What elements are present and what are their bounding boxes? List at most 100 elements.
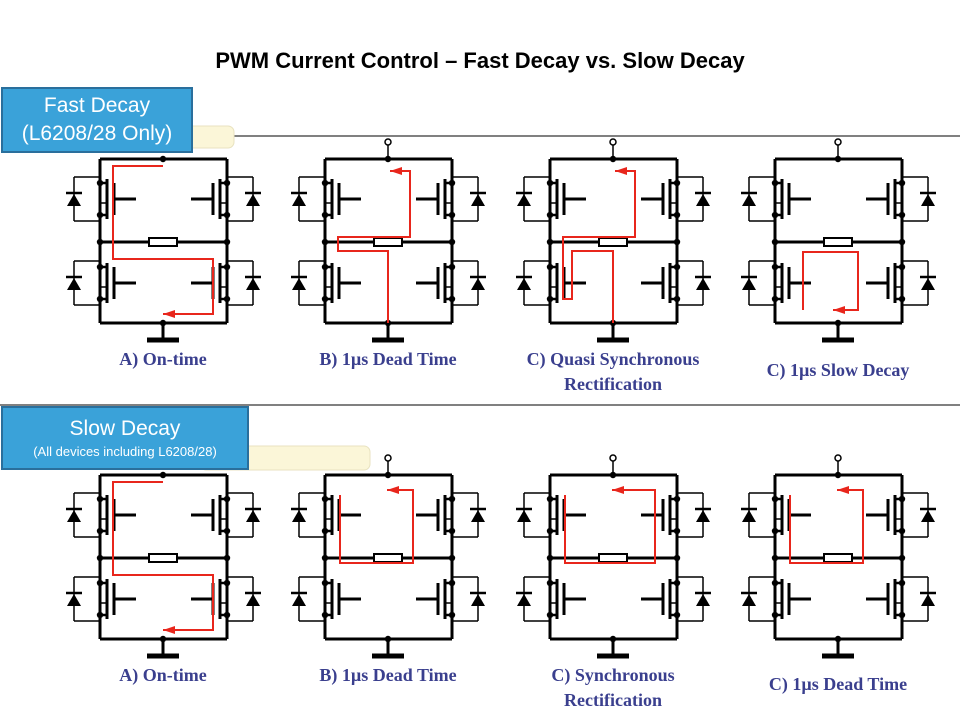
- slow-decay-label: Slow Decay: [69, 417, 181, 440]
- arrowhead-icon: [163, 310, 175, 318]
- h-bridge-circuit: [66, 471, 261, 659]
- diode-icon: [246, 278, 260, 290]
- caption-line: Rectification: [564, 690, 662, 710]
- node-dot: [771, 238, 779, 246]
- supply-terminal: [609, 138, 617, 146]
- node-dot: [898, 554, 906, 562]
- supply-terminal: [384, 454, 392, 462]
- resistor: [598, 237, 628, 247]
- caption-line: B) 1µs Dead Time: [319, 665, 457, 685]
- diode-icon: [67, 594, 81, 606]
- caption-line: A) On-time: [119, 349, 207, 369]
- arrowhead-icon: [163, 626, 175, 634]
- fast-decay-tag: Fast Decay (L6208/28 Only): [1, 87, 193, 153]
- diode-icon: [921, 194, 935, 206]
- node-dot: [448, 554, 456, 562]
- diode-icon: [292, 194, 306, 206]
- diode-icon: [517, 194, 531, 206]
- circuit-caption: A) On-time: [48, 663, 278, 688]
- arrowhead-icon: [615, 167, 627, 175]
- diode-icon: [742, 594, 756, 606]
- caption-line: C) Quasi Synchronous: [526, 349, 700, 369]
- diode-icon: [246, 194, 260, 206]
- current-path-arrow: [802, 251, 859, 311]
- current-path-arrow: [789, 489, 864, 564]
- arrowhead-icon: [387, 486, 399, 494]
- fast-decay-label: Fast Decay: [43, 94, 151, 117]
- diode-icon: [292, 510, 306, 522]
- diode-icon: [921, 594, 935, 606]
- diode-icon: [696, 278, 710, 290]
- diode-icon: [921, 278, 935, 290]
- current-path-arrow: [112, 481, 214, 631]
- page-title: PWM Current Control – Fast Decay vs. Slo…: [215, 48, 745, 73]
- fast-decay-sublabel: (L6208/28 Only): [21, 122, 173, 145]
- arrowhead-icon: [390, 167, 402, 175]
- caption-line: Rectification: [564, 374, 662, 394]
- caption-line: C) 1µs Slow Decay: [766, 360, 910, 380]
- diode-icon: [742, 278, 756, 290]
- diode-icon: [67, 278, 81, 290]
- node-dot: [96, 554, 104, 562]
- node-dot: [159, 155, 167, 163]
- h-bridge-circuit: [516, 138, 711, 343]
- diode-icon: [517, 594, 531, 606]
- node-dot: [546, 554, 554, 562]
- supply-terminal: [834, 138, 842, 146]
- h-bridge-circuit: [66, 155, 261, 343]
- diode-icon: [517, 510, 531, 522]
- diode-icon: [742, 194, 756, 206]
- circuit-caption: B) 1µs Dead Time: [273, 663, 503, 688]
- node-dot: [223, 554, 231, 562]
- caption-line: C) Synchronous: [551, 665, 675, 685]
- h-bridge-circuit: [516, 454, 711, 659]
- diode-icon: [67, 510, 81, 522]
- supply-terminal: [384, 138, 392, 146]
- resistor: [823, 237, 853, 247]
- node-dot: [223, 238, 231, 246]
- current-path-arrow: [564, 489, 656, 564]
- node-dot: [771, 554, 779, 562]
- arrowhead-icon: [833, 306, 845, 314]
- diode-icon: [696, 194, 710, 206]
- diode-icon: [517, 278, 531, 290]
- diode-icon: [67, 194, 81, 206]
- node-dot: [673, 554, 681, 562]
- diode-icon: [696, 510, 710, 522]
- diode-icon: [246, 594, 260, 606]
- diode-icon: [292, 594, 306, 606]
- diode-icon: [471, 510, 485, 522]
- current-path-arrow: [112, 165, 214, 315]
- caption-line: A) On-time: [119, 665, 207, 685]
- resistor: [823, 553, 853, 563]
- current-path-arrow: [339, 489, 414, 564]
- h-bridge-circuit: [741, 454, 936, 659]
- current-path-arrow: [337, 170, 411, 323]
- supply-terminal: [609, 454, 617, 462]
- node-dot: [321, 238, 329, 246]
- arrowhead-icon: [837, 486, 849, 494]
- node-dot: [898, 238, 906, 246]
- caption-line: C) 1µs Dead Time: [768, 674, 908, 694]
- supply-terminal: [834, 454, 842, 462]
- node-dot: [321, 554, 329, 562]
- diode-icon: [471, 278, 485, 290]
- diode-icon: [471, 594, 485, 606]
- node-dot: [448, 238, 456, 246]
- diode-icon: [921, 510, 935, 522]
- node-dot: [546, 238, 554, 246]
- circuit-caption: B) 1µs Dead Time: [273, 347, 503, 372]
- node-dot: [159, 471, 167, 479]
- current-path-arrow: [562, 170, 636, 323]
- node-dot: [96, 238, 104, 246]
- slow-decay-tag: Slow Decay (All devices including L6208/…: [1, 406, 249, 470]
- circuit-caption: A) On-time: [48, 347, 278, 372]
- circuit-caption: C) 1µs Slow Decay: [723, 358, 953, 383]
- resistor: [373, 553, 403, 563]
- h-bridge-circuit: [291, 138, 486, 343]
- resistor: [598, 553, 628, 563]
